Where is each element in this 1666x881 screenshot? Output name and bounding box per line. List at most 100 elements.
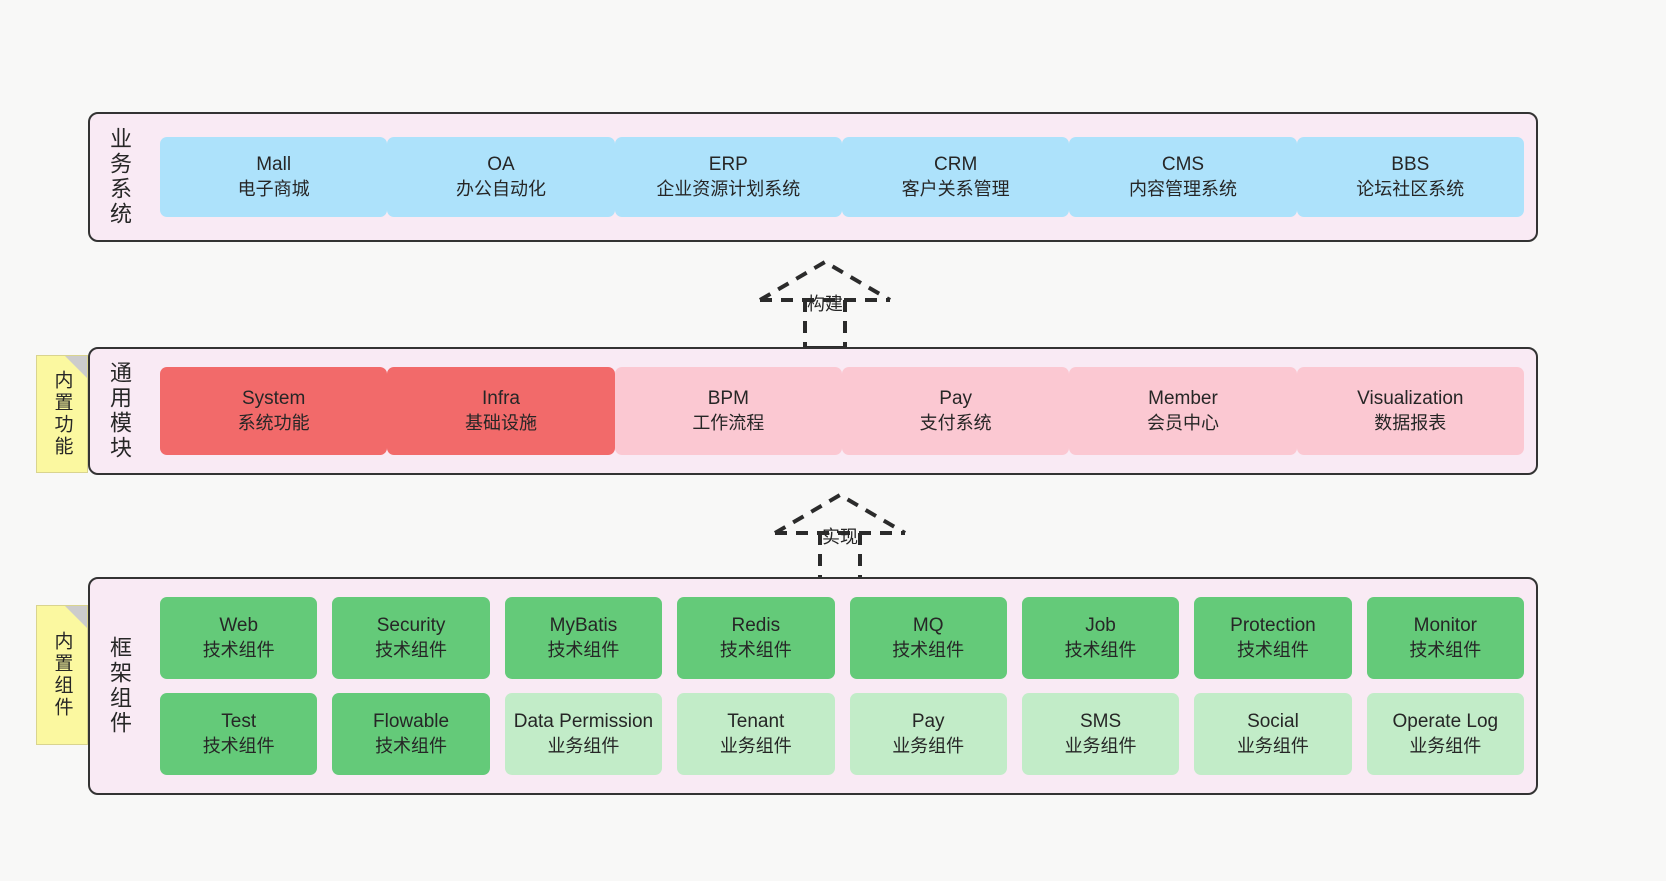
- card-subtitle: 技术组件: [1236, 639, 1309, 660]
- card-title: Protection: [1230, 615, 1316, 637]
- card-subtitle: 办公自动化: [455, 178, 546, 199]
- card-title: System: [241, 388, 306, 410]
- card-redis[interactable]: Redis 技术组件: [677, 597, 835, 679]
- card-title: Mall: [256, 154, 292, 176]
- card-title: MyBatis: [549, 615, 618, 637]
- card-title: Operate Log: [1392, 711, 1499, 733]
- card-subtitle: 系统功能: [237, 412, 310, 433]
- card-subtitle: 技术组件: [202, 735, 275, 756]
- card-title: MQ: [912, 615, 944, 637]
- card-subtitle: 数据报表: [1374, 412, 1447, 433]
- card-title: CMS: [1161, 154, 1205, 176]
- card-subtitle: 支付系统: [919, 412, 992, 433]
- card-test[interactable]: Test 技术组件: [160, 693, 318, 775]
- layer-common-modules: 通用模块 System 系统功能 Infra 基础设施 BPM 工作流程 Pay…: [88, 347, 1538, 475]
- card-crm[interactable]: CRM 客户关系管理: [841, 137, 1070, 217]
- card-subtitle: 技术组件: [375, 735, 448, 756]
- card-subtitle: 电子商城: [237, 178, 310, 199]
- card-subtitle: 业务组件: [1409, 735, 1482, 756]
- card-subtitle: 技术组件: [1064, 639, 1137, 660]
- card-title: Infra: [481, 388, 520, 410]
- card-subtitle: 技术组件: [892, 639, 965, 660]
- card-title: SMS: [1079, 711, 1122, 733]
- connector-build: 构建: [740, 252, 910, 352]
- card-job[interactable]: Job 技术组件: [1021, 597, 1180, 679]
- card-erp[interactable]: ERP 企业资源计划系统: [614, 137, 842, 217]
- card-monitor[interactable]: Monitor 技术组件: [1366, 597, 1524, 679]
- framework-row-technical: Web 技术组件 Security 技术组件 MyBatis 技术组件 Redi…: [160, 597, 1524, 679]
- connector-build-label: 构建: [807, 294, 843, 314]
- layer-business-systems: 业务系统 Mall 电子商城 OA 办公自动化 ERP 企业资源计划系统 CRM…: [88, 112, 1538, 242]
- card-subtitle: 技术组件: [375, 639, 448, 660]
- sticky-note-builtin-components: 内置组件: [36, 605, 88, 745]
- card-title: Member: [1148, 388, 1218, 410]
- card-bpm[interactable]: BPM 工作流程: [614, 367, 842, 455]
- fold-corner-icon: [65, 606, 87, 628]
- card-visualization[interactable]: Visualization 数据报表: [1296, 367, 1524, 455]
- card-title: BPM: [707, 388, 749, 410]
- layer-framework-components: 框架组件 Web 技术组件 Security 技术组件 MyBatis 技术组件…: [88, 577, 1538, 795]
- card-data-permission[interactable]: Data Permission 业务组件: [504, 693, 663, 775]
- fold-corner-icon: [65, 356, 87, 378]
- layer-body-business-systems: Mall 电子商城 OA 办公自动化 ERP 企业资源计划系统 CRM 客户关系…: [148, 114, 1536, 240]
- card-subtitle: 技术组件: [1409, 639, 1482, 660]
- card-subtitle: 业务组件: [1064, 735, 1137, 756]
- connector-implement-label: 实现: [822, 527, 858, 547]
- card-flowable[interactable]: Flowable 技术组件: [332, 693, 490, 775]
- layer-label-common-modules: 通用模块: [107, 361, 132, 461]
- card-title: Social: [1247, 711, 1299, 733]
- card-subtitle: 客户关系管理: [901, 178, 1010, 199]
- card-title: Test: [221, 711, 257, 733]
- card-title: Tenant: [727, 711, 785, 733]
- framework-row-business: Test 技术组件 Flowable 技术组件 Data Permission …: [160, 693, 1524, 775]
- card-infra[interactable]: Infra 基础设施: [387, 367, 615, 455]
- card-subtitle: 内容管理系统: [1128, 178, 1237, 199]
- layer-body-common-modules: System 系统功能 Infra 基础设施 BPM 工作流程 Pay 支付系统…: [148, 349, 1536, 473]
- card-title: Visualization: [1357, 388, 1464, 410]
- card-subtitle: 业务组件: [547, 735, 620, 756]
- card-subtitle: 会员中心: [1146, 412, 1219, 433]
- card-oa[interactable]: OA 办公自动化: [387, 137, 615, 217]
- card-title: CRM: [934, 154, 978, 176]
- card-subtitle: 论坛社区系统: [1356, 178, 1465, 199]
- card-title: Pay: [939, 388, 973, 410]
- card-member[interactable]: Member 会员中心: [1069, 367, 1297, 455]
- card-subtitle: 业务组件: [892, 735, 965, 756]
- card-bbs[interactable]: BBS 论坛社区系统: [1296, 137, 1524, 217]
- card-subtitle: 技术组件: [719, 639, 792, 660]
- card-title: Web: [219, 615, 259, 637]
- card-title: ERP: [708, 154, 748, 176]
- card-tenant[interactable]: Tenant 业务组件: [677, 693, 835, 775]
- card-mq[interactable]: MQ 技术组件: [849, 597, 1007, 679]
- card-subtitle: 工作流程: [692, 412, 765, 433]
- card-subtitle: 业务组件: [1236, 735, 1309, 756]
- card-mybatis[interactable]: MyBatis 技术组件: [504, 597, 663, 679]
- sticky-note-label: 内置功能: [51, 370, 73, 458]
- card-protection[interactable]: Protection 技术组件: [1194, 597, 1352, 679]
- layer-label-business-systems: 业务系统: [107, 127, 132, 227]
- card-title: Flowable: [373, 711, 450, 733]
- card-security[interactable]: Security 技术组件: [332, 597, 490, 679]
- layer-label-framework-components: 框架组件: [107, 636, 132, 736]
- card-sms[interactable]: SMS 业务组件: [1021, 693, 1180, 775]
- card-title: Job: [1085, 615, 1116, 637]
- card-mall[interactable]: Mall 电子商城: [160, 137, 388, 217]
- card-social[interactable]: Social 业务组件: [1194, 693, 1352, 775]
- card-web[interactable]: Web 技术组件: [160, 597, 318, 679]
- connector-implement: 实现: [755, 485, 925, 585]
- card-title: Monitor: [1413, 615, 1477, 637]
- card-title: BBS: [1391, 154, 1430, 176]
- card-operate-log[interactable]: Operate Log 业务组件: [1366, 693, 1524, 775]
- card-title: Security: [376, 615, 446, 637]
- card-system[interactable]: System 系统功能: [160, 367, 388, 455]
- card-pay-module[interactable]: Pay 支付系统: [841, 367, 1070, 455]
- card-title: OA: [487, 154, 515, 176]
- card-cms[interactable]: CMS 内容管理系统: [1069, 137, 1297, 217]
- card-subtitle: 业务组件: [719, 735, 792, 756]
- card-subtitle: 技术组件: [547, 639, 620, 660]
- layer-body-framework-components: Web 技术组件 Security 技术组件 MyBatis 技术组件 Redi…: [148, 579, 1536, 793]
- sticky-note-label: 内置组件: [51, 631, 73, 719]
- card-subtitle: 企业资源计划系统: [656, 178, 801, 199]
- card-pay-component[interactable]: Pay 业务组件: [849, 693, 1007, 775]
